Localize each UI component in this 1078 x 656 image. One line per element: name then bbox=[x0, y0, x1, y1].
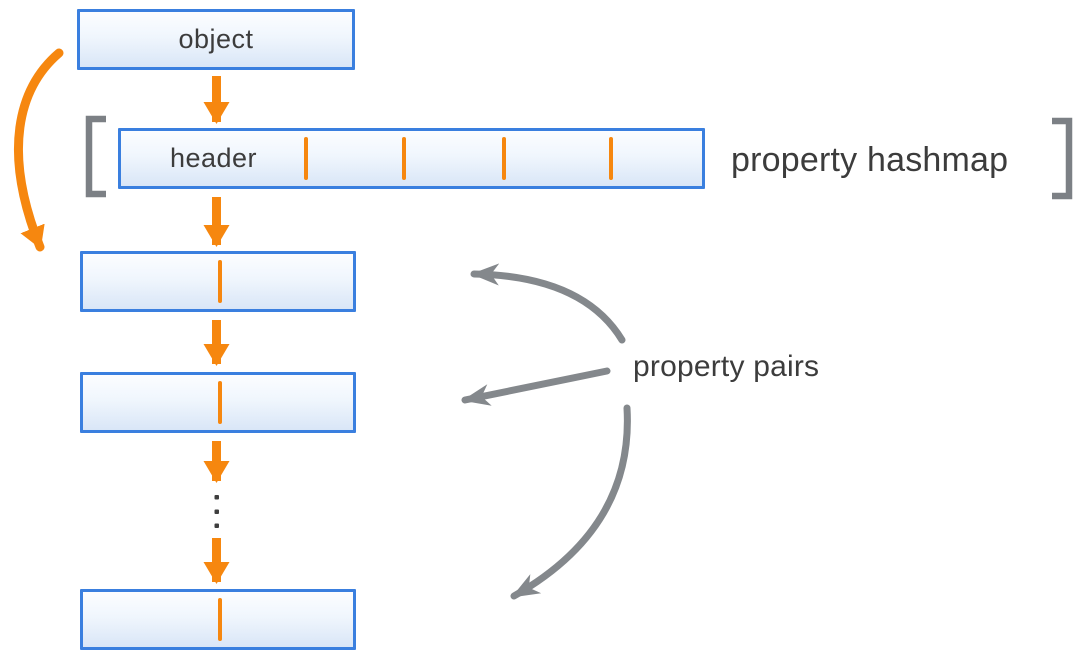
property-pair-box-2 bbox=[80, 372, 356, 433]
header-slot-divider bbox=[402, 137, 406, 180]
header-label: header bbox=[169, 143, 258, 173]
pair-divider bbox=[218, 260, 222, 303]
object-box: object bbox=[77, 9, 355, 70]
header-slot-divider bbox=[609, 137, 613, 180]
right-bracket bbox=[1052, 117, 1073, 200]
property-pair-box-3 bbox=[80, 589, 356, 650]
header-slot-divider bbox=[304, 137, 308, 180]
left-bracket bbox=[85, 115, 106, 198]
object-label: object bbox=[178, 24, 254, 54]
pairs-label-to-pair2-arrow bbox=[461, 367, 611, 406]
property-pair-box-1 bbox=[80, 251, 356, 312]
hashmap-caption: property hashmap bbox=[731, 141, 1009, 179]
pairs-caption: property pairs bbox=[633, 350, 820, 383]
pairs-label-to-pair3-arrow bbox=[510, 404, 631, 600]
pairs-label-to-pair1-arrow bbox=[470, 263, 626, 344]
hashmap-header-box: header bbox=[118, 128, 705, 189]
object-to-pair1-curved-arrow bbox=[13, 48, 64, 252]
header-cell: header bbox=[121, 131, 306, 186]
header-slot-divider bbox=[502, 137, 506, 180]
pair-divider bbox=[218, 381, 222, 424]
pair-divider bbox=[218, 598, 222, 641]
ellipsis-dots bbox=[214, 495, 219, 528]
